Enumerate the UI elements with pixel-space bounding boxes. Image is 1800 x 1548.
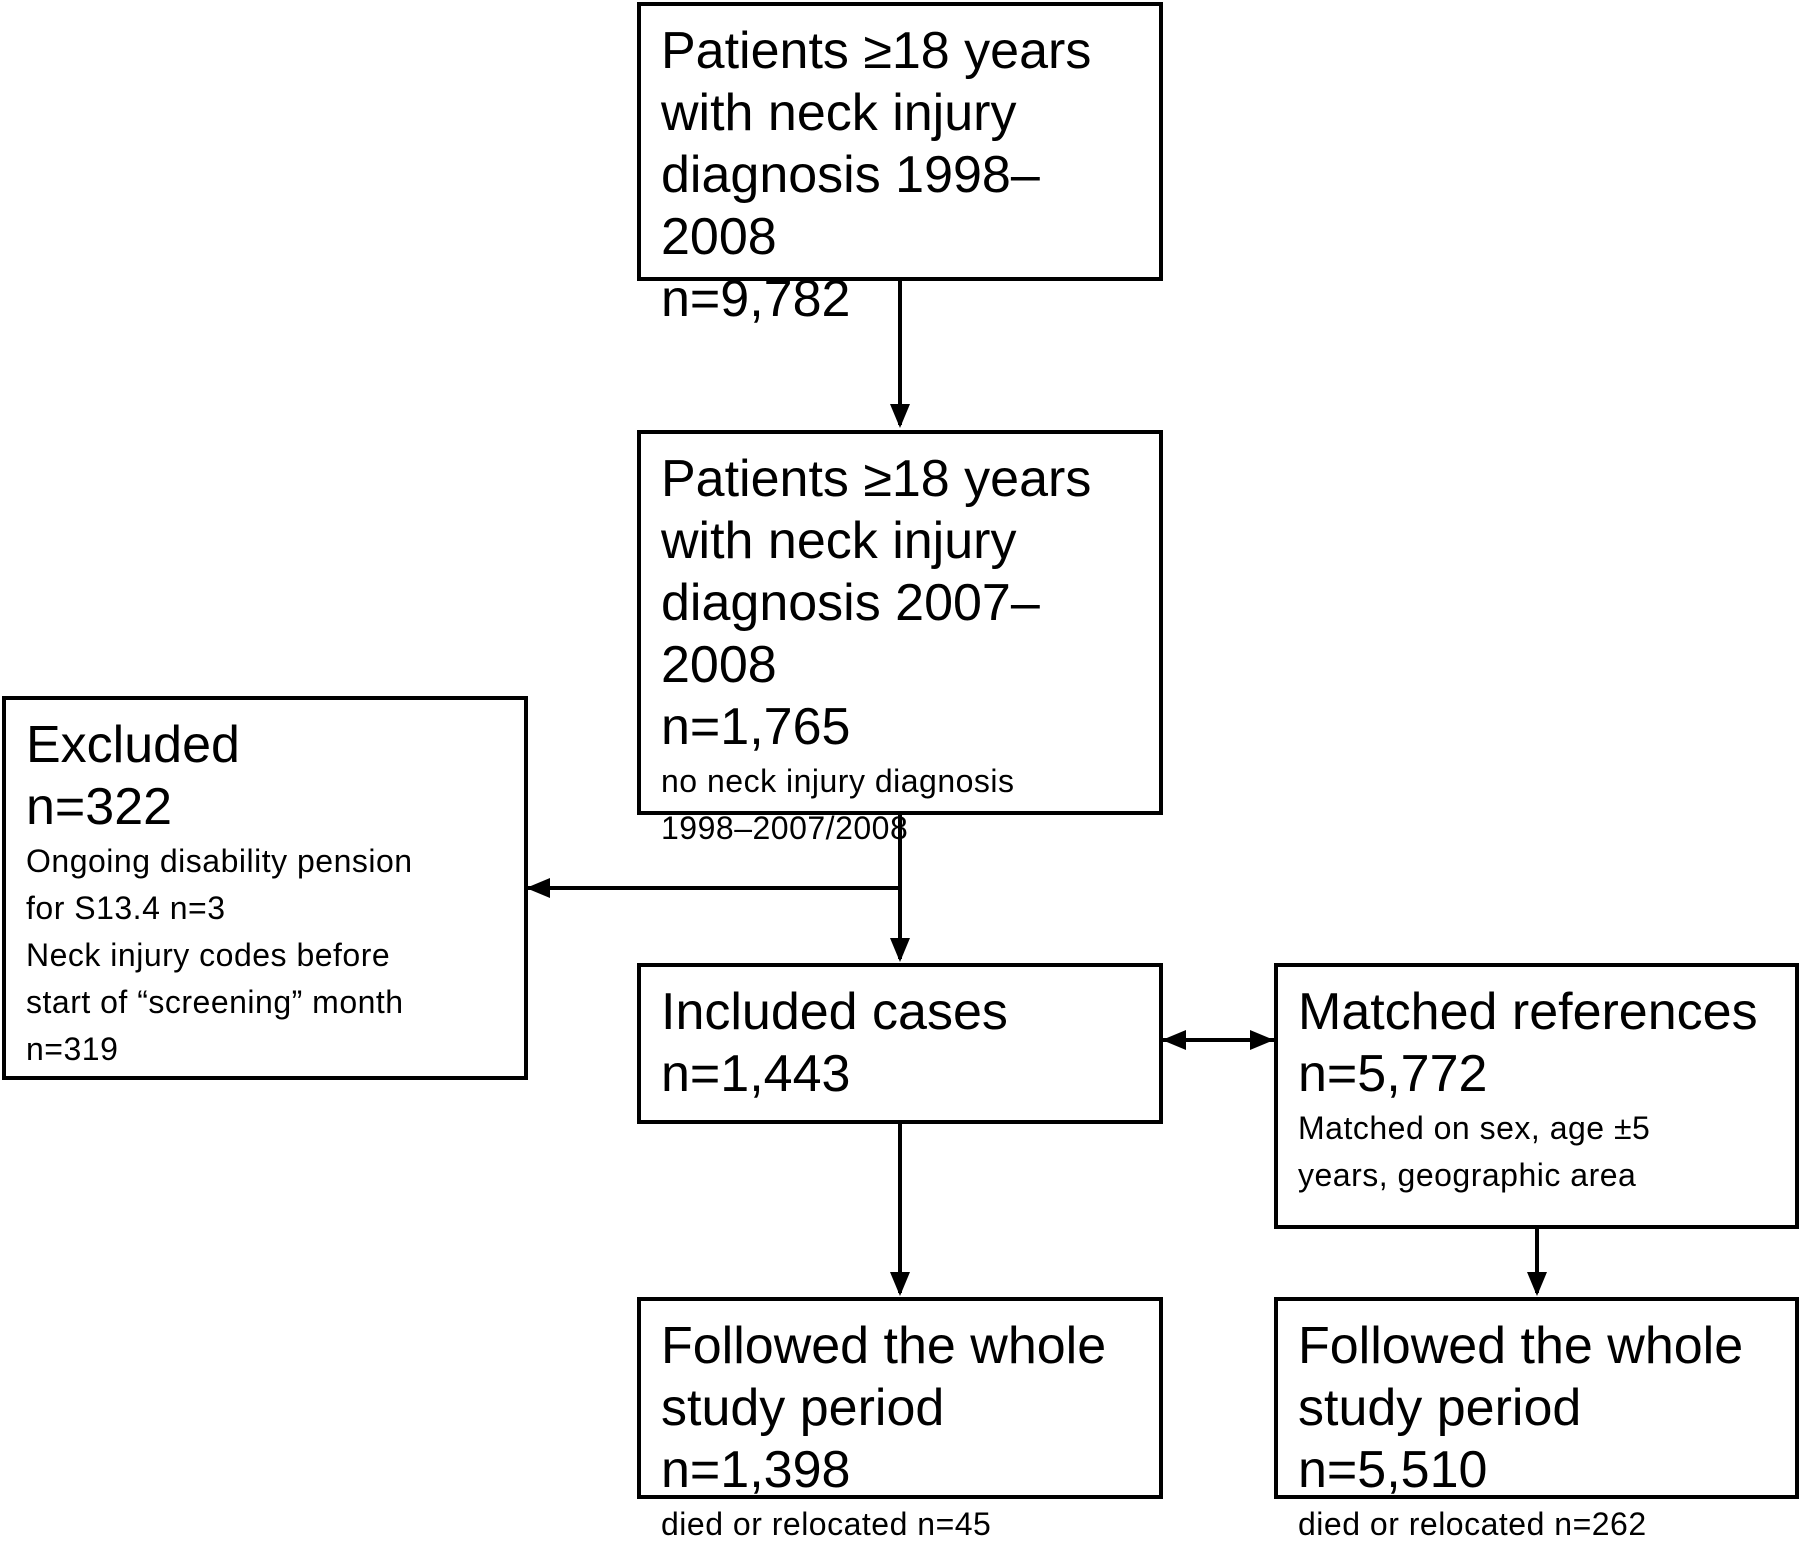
excluded-count: n=322 (26, 778, 173, 836)
references-detail-1: Matched on sex, age ±5 (1298, 1110, 1651, 1146)
box-excluded: Excluded n=322 Ongoing disability pensio… (2, 696, 528, 1080)
patients-2007-count: n=1,765 (661, 698, 851, 756)
box-followed-references: Followed the whole study period n=5,510 … (1274, 1297, 1799, 1542)
excluded-detail-2: for S13.4 n=3 (26, 890, 226, 926)
arrowhead-included (890, 938, 910, 962)
all-patients-line-1: Patients ≥18 years (661, 22, 1092, 80)
references-count: n=5,772 (1298, 1045, 1488, 1103)
arrowhead-included-left (1162, 1030, 1186, 1050)
included-title: Included cases (661, 983, 1008, 1041)
references-title: Matched references (1298, 983, 1758, 1041)
excluded-detail-4: start of “screening” month (26, 984, 404, 1020)
patients-2007-note-1: no neck injury diagnosis (661, 763, 1015, 799)
included-count: n=1,443 (661, 1045, 851, 1103)
arrowhead-followed-refs (1527, 1272, 1547, 1296)
references-detail-2: years, geographic area (1298, 1157, 1637, 1193)
patients-2007-line-3: diagnosis 2007–2008 (661, 574, 1040, 694)
all-patients-line-3: diagnosis 1998–2008 (661, 146, 1040, 266)
followed-cases-line-2: study period n=1,398 (661, 1379, 945, 1499)
followed-cases-note: died or relocated n=45 (661, 1506, 992, 1542)
box-patients-2007: Patients ≥18 years with neck injury diag… (637, 430, 1163, 846)
followed-refs-line-2: study period n=5,510 (1298, 1379, 1582, 1499)
patients-2007-line-2: with neck injury (661, 512, 1017, 570)
all-patients-line-2: with neck injury (661, 84, 1017, 142)
followed-cases-line-1: Followed the whole (661, 1317, 1107, 1375)
box-included-cases: Included cases n=1,443 (637, 963, 1163, 1124)
all-patients-count: n=9,782 (661, 270, 851, 328)
excluded-detail-1: Ongoing disability pension (26, 843, 413, 879)
arrowhead-followed-cases (890, 1272, 910, 1296)
box-all-patients: Patients ≥18 years with neck injury diag… (637, 2, 1163, 328)
arrowhead-2007 (890, 404, 910, 428)
excluded-detail-3: Neck injury codes before (26, 937, 391, 973)
box-followed-cases: Followed the whole study period n=1,398 … (637, 1297, 1163, 1542)
arrowhead-references-right (1250, 1030, 1274, 1050)
flow-arrows (526, 281, 1547, 1296)
patients-2007-line-1: Patients ≥18 years (661, 450, 1092, 508)
followed-refs-note: died or relocated n=262 (1298, 1506, 1647, 1542)
followed-refs-line-1: Followed the whole (1298, 1317, 1744, 1375)
excluded-title: Excluded (26, 716, 240, 774)
arrowhead-excluded (526, 878, 550, 898)
box-matched-references: Matched references n=5,772 Matched on se… (1274, 963, 1799, 1229)
patients-2007-note-2: 1998–2007/2008 (661, 810, 909, 846)
excluded-detail-5: n=319 (26, 1031, 119, 1067)
